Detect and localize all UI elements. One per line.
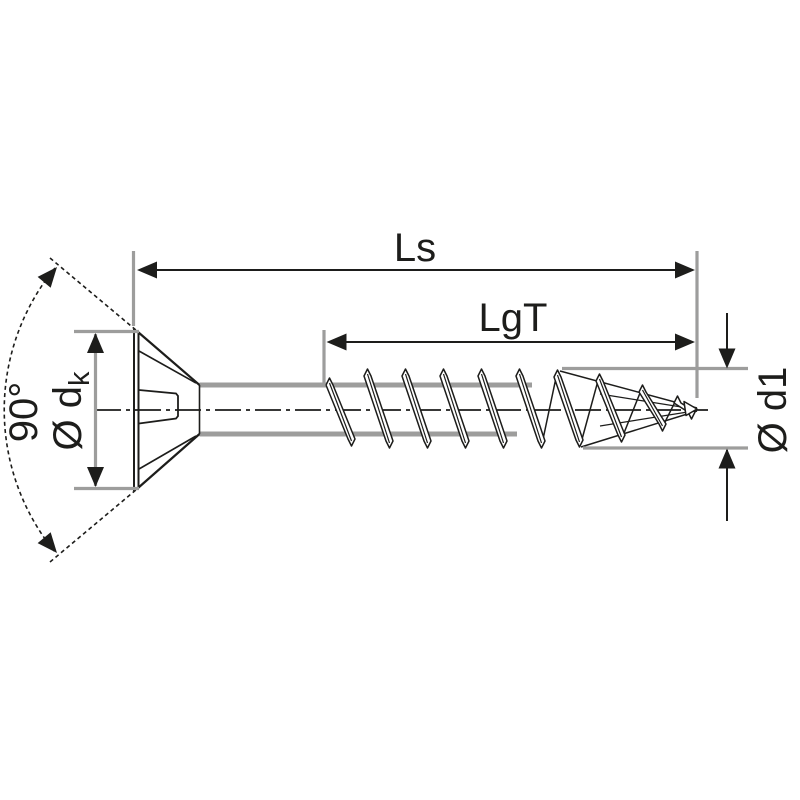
thread-crest-line <box>366 373 391 444</box>
dim-thread-length: LgT <box>322 296 695 386</box>
arrowhead <box>675 333 695 351</box>
screw-thread <box>325 368 698 449</box>
angle-arc <box>3 267 56 553</box>
thread-crest-line <box>518 373 543 444</box>
thread-crest-line <box>556 374 581 443</box>
angle-leg-upper <box>49 257 138 332</box>
thread-crest-line <box>480 373 505 444</box>
arrowhead <box>326 333 347 351</box>
arrowhead <box>718 448 736 469</box>
thread-crest-line <box>442 373 467 444</box>
arrowhead <box>87 467 104 487</box>
dim-thread-diameter: Ø d1 <box>562 313 795 521</box>
head-rib-lower <box>138 435 197 470</box>
helix-line <box>541 372 558 445</box>
head-angle-label: 90° <box>2 382 46 443</box>
arrowhead <box>87 333 104 353</box>
dim-head-diameter: Ø dk <box>46 329 139 491</box>
thread-crest-line <box>404 373 429 444</box>
head-diameter-label: Ø dk <box>46 371 96 450</box>
screw-head <box>133 329 201 491</box>
head-diameter-label-base: Ø d <box>46 386 90 450</box>
thread-crest-line <box>641 389 664 427</box>
head-recess-profile <box>138 389 179 425</box>
arrowhead <box>675 261 695 279</box>
thread-diameter-label: Ø d1 <box>751 367 795 454</box>
screw-tip-point <box>683 400 698 417</box>
arrowhead <box>37 267 57 288</box>
arrowhead <box>37 532 57 553</box>
head-diameter-label-subscript: k <box>64 371 96 386</box>
head-cone-lower-face <box>137 433 201 489</box>
thread-crest-line <box>598 378 623 438</box>
tip-envelope-lower <box>580 410 698 448</box>
head-rib-upper <box>138 350 197 384</box>
angle-leg-lower <box>49 488 138 563</box>
dim-head-angle: 90° <box>2 257 138 563</box>
thread-length-label: LgT <box>479 296 548 340</box>
arrowhead <box>137 261 157 279</box>
dim-screw-length: Ls <box>131 226 699 398</box>
thread-crest-line <box>328 382 353 442</box>
screw-length-label: Ls <box>394 226 436 270</box>
helix-line <box>621 387 643 439</box>
arrowhead <box>718 348 736 369</box>
helix-line <box>580 376 600 444</box>
head-cone-upper-face <box>137 331 201 386</box>
